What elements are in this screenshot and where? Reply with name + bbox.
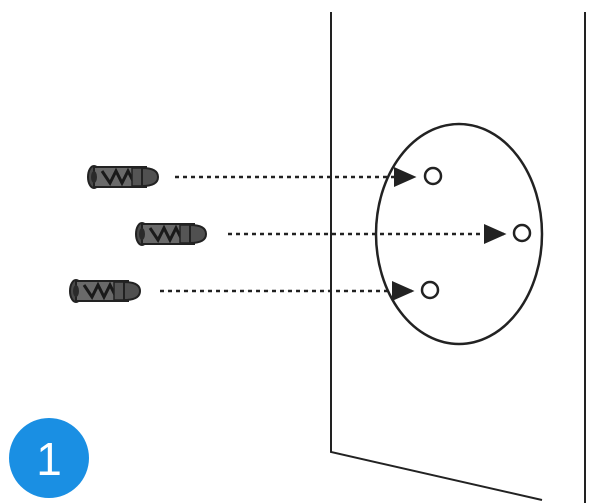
step-number: 1 <box>36 433 62 485</box>
step-number-badge: 1 <box>9 418 89 498</box>
wall-anchor-top <box>86 164 160 190</box>
screw-hole-bottom <box>420 280 440 300</box>
screw-hole-top <box>423 166 443 186</box>
wall-anchor-bottom <box>68 278 142 304</box>
wall-anchor-middle <box>134 221 208 247</box>
screw-hole-right <box>512 223 532 243</box>
wall-panel <box>330 12 586 503</box>
